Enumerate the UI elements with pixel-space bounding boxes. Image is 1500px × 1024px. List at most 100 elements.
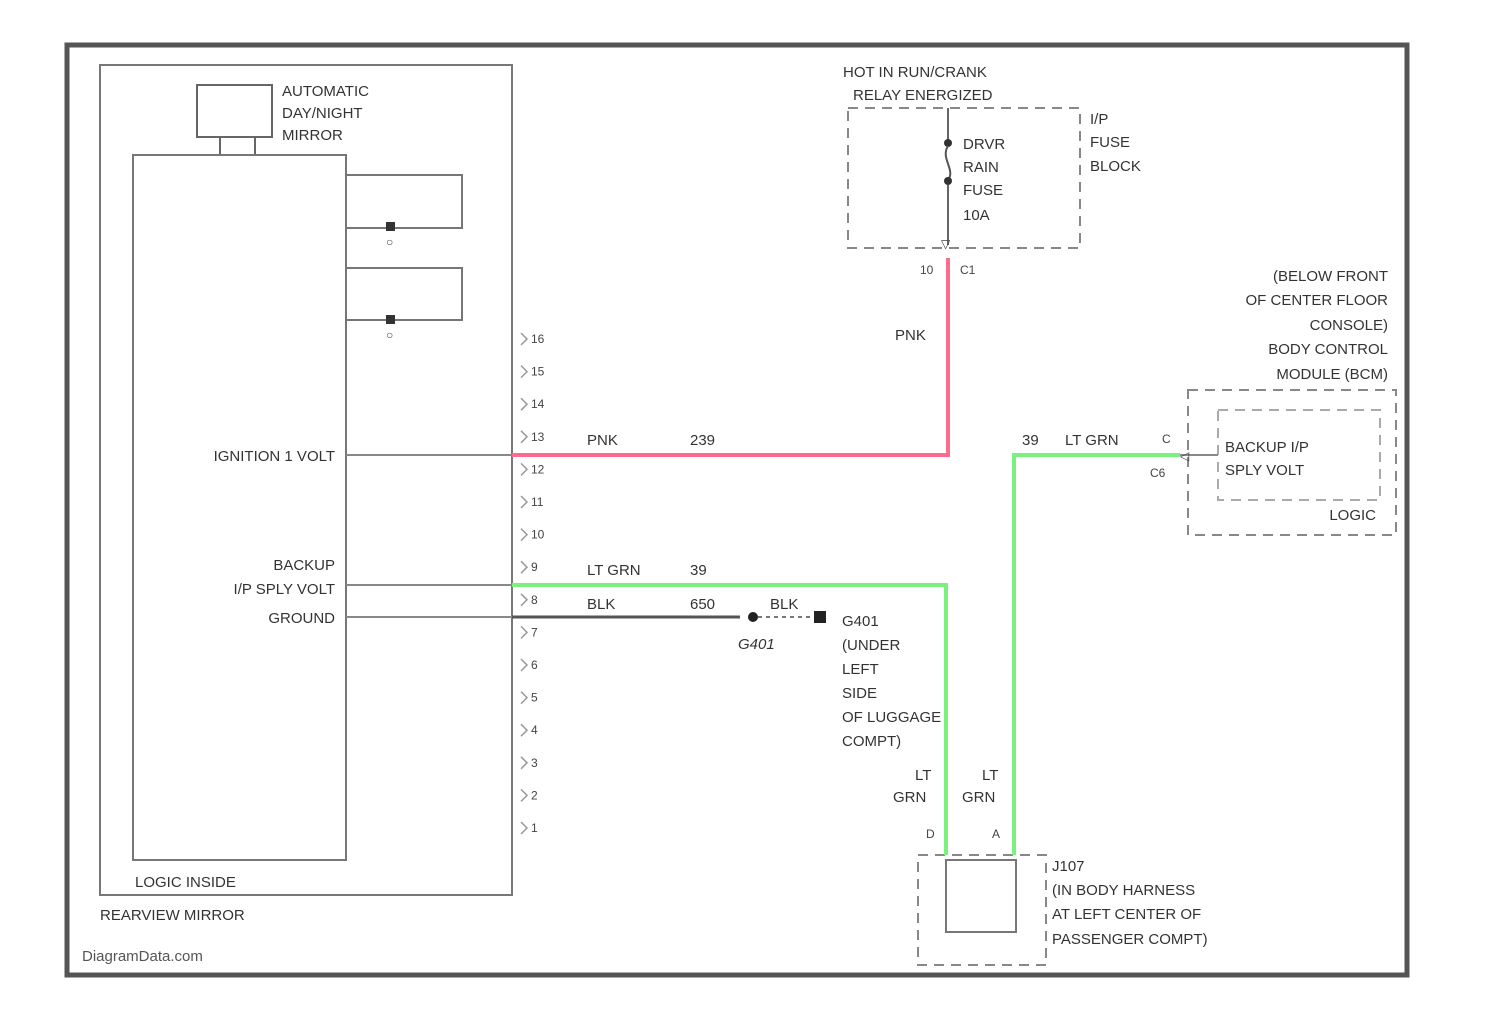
ground-label-2: (UNDER	[842, 637, 900, 654]
pnk-vertical-label: PNK	[895, 327, 926, 344]
connector-pin-mark	[521, 822, 527, 834]
connector-pin-mark	[521, 496, 527, 508]
fuse-terminal-bottom	[944, 177, 952, 185]
indicator-box-1	[346, 175, 462, 228]
ground-node-label: G401	[738, 636, 775, 653]
bcm-signal-2: SPLY VOLT	[1225, 462, 1304, 479]
splice-pin-d: D	[926, 827, 935, 841]
auto-mirror-box	[197, 85, 272, 137]
fuse-block-label-3: BLOCK	[1090, 158, 1141, 175]
connector-pin-mark	[521, 692, 527, 704]
connector-pin-mark	[521, 398, 527, 410]
connector-pin-mark	[521, 333, 527, 345]
fuse-pin-10: 10	[920, 263, 934, 277]
fuse-name-1: DRVR	[963, 136, 1005, 153]
pnk-circuit-label: 239	[690, 432, 715, 449]
auto-mirror-label-3: MIRROR	[282, 127, 343, 144]
connector-pin-mark	[521, 757, 527, 769]
indicator-box-2	[346, 268, 462, 320]
ground-label-1: G401	[842, 613, 879, 630]
fuse-terminal-top	[944, 139, 952, 147]
vertical-lt-label-1: LT	[915, 767, 931, 784]
svg-text:◁: ◁	[1180, 449, 1190, 463]
connector-pin-mark	[521, 594, 527, 606]
ground-signal-label: GROUND	[268, 610, 335, 627]
fuse-header-2: RELAY ENERGIZED	[853, 87, 993, 104]
pnk-color-label: PNK	[587, 432, 618, 449]
vertical-lt-label-2: LT	[982, 767, 998, 784]
outer-frame	[67, 45, 1407, 975]
indicator-dot-2	[386, 315, 395, 324]
connector-pin-9: 9	[531, 560, 538, 574]
indicator-mark-2: ○	[386, 328, 393, 342]
bcm-header-1: (BELOW FRONT	[1273, 268, 1388, 285]
splice-label-1: J107	[1052, 858, 1085, 875]
vertical-grn-label-2: GRN	[962, 789, 995, 806]
blk-circuit-label: 650	[690, 596, 715, 613]
backup-signal-label-1: BACKUP	[273, 557, 335, 574]
connector-pin-mark	[521, 789, 527, 801]
vertical-grn-label-1: GRN	[893, 789, 926, 806]
splice-box	[918, 855, 1046, 965]
pnk-wire	[512, 258, 948, 455]
connector-pin-12: 12	[531, 462, 545, 476]
ground-node-dot	[748, 612, 758, 622]
auto-mirror-label-1: AUTOMATIC	[282, 83, 369, 100]
connector-pin-11: 11	[531, 495, 544, 509]
bcm-pin-c: C	[1162, 432, 1171, 446]
auto-mirror-label-2: DAY/NIGHT	[282, 105, 363, 122]
connector-pin-4: 4	[531, 723, 538, 737]
connector-pin-mark	[521, 724, 527, 736]
connector-pin-16: 16	[531, 332, 545, 346]
connector-pin-mark	[521, 366, 527, 378]
connector-pin-8: 8	[531, 593, 538, 607]
connector-pin-10: 10	[531, 528, 545, 542]
fuse-pin-c1: C1	[960, 263, 976, 277]
bcm-logic-label: LOGIC	[1329, 507, 1376, 524]
fuse-header-1: HOT IN RUN/CRANK	[843, 64, 987, 81]
ground-label-5: OF LUGGAGE	[842, 709, 941, 726]
connector-pin-7: 7	[531, 625, 538, 639]
bcm-wire-circuit-label: 39	[1022, 432, 1039, 449]
ground-label-4: SIDE	[842, 685, 877, 702]
fuse-block-label-2: FUSE	[1090, 134, 1130, 151]
bcm-wire-color-label: LT GRN	[1065, 432, 1119, 449]
ground-terminal	[814, 611, 826, 623]
bcm-pin-c6: C6	[1150, 466, 1166, 480]
fuse-name-2: RAIN	[963, 159, 999, 176]
splice-label-3: AT LEFT CENTER OF	[1052, 906, 1201, 923]
lt-grn-wire-bcm	[1014, 455, 1180, 855]
connector-pin-mark	[521, 659, 527, 671]
connector-pin-15: 15	[531, 365, 545, 379]
connector-pin-mark	[521, 626, 527, 638]
connector-pin-6: 6	[531, 658, 538, 672]
splice-label-4: PASSENGER COMPT)	[1052, 931, 1208, 948]
splice-label-2: (IN BODY HARNESS	[1052, 882, 1195, 899]
rearview-mirror-label: REARVIEW MIRROR	[100, 907, 245, 924]
connector-pin-mark	[521, 561, 527, 573]
bcm-header-4: BODY CONTROL	[1268, 341, 1388, 358]
splice-inner-box	[946, 860, 1016, 932]
ground-label-3: LEFT	[842, 661, 879, 678]
connector-pin-14: 14	[531, 397, 545, 411]
rearview-mirror-box	[100, 65, 512, 895]
connector-pin-mark	[521, 431, 527, 443]
connector-pin-1: 1	[531, 821, 538, 835]
connector-pin-13: 13	[531, 430, 545, 444]
fuse-name-3: FUSE	[963, 182, 1003, 199]
bcm-header-5: MODULE (BCM)	[1276, 366, 1388, 383]
ground-label-6: COMPT)	[842, 733, 901, 750]
blk-color-label-2: BLK	[770, 596, 798, 613]
indicator-dot-1	[386, 222, 395, 231]
fuse-element	[946, 146, 951, 180]
lt-grn-circuit-label: 39	[690, 562, 707, 579]
lt-grn-color-label: LT GRN	[587, 562, 641, 579]
splice-pin-a: A	[992, 827, 1000, 841]
indicator-mark-1: ○	[386, 235, 393, 249]
fuse-name-4: 10A	[963, 207, 990, 224]
ignition-signal-label: IGNITION 1 VOLT	[214, 448, 335, 465]
backup-signal-label-2: I/P SPLY VOLT	[234, 581, 335, 598]
connector-pin-5: 5	[531, 691, 538, 705]
logic-box	[133, 155, 346, 860]
